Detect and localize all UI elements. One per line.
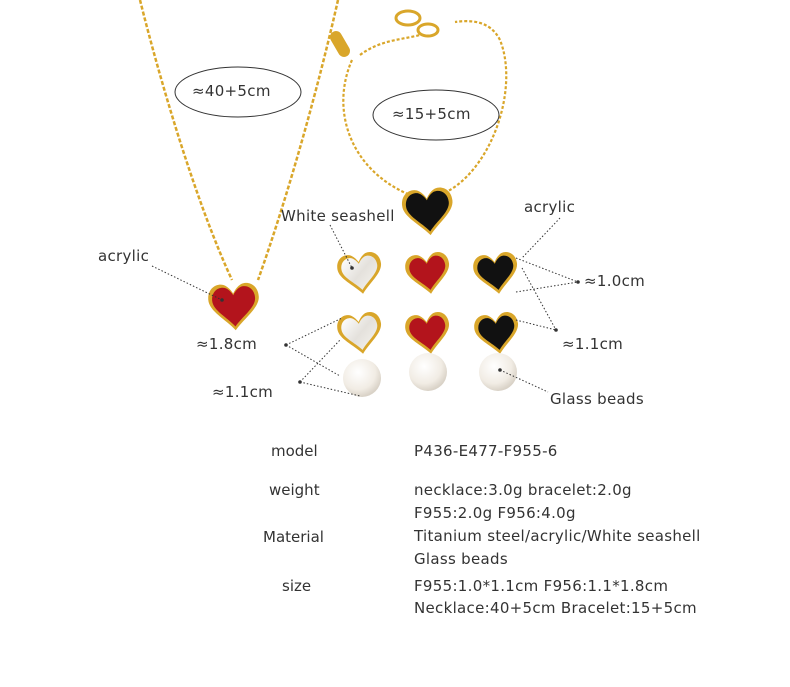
necklace-heart-pendant [207,282,262,333]
bracelet-heart-pendant [400,186,456,238]
necklace-length-oval [174,66,302,118]
spec-weight-key: weight [269,481,320,499]
spec-model-value: P436-E477-F955-6 [414,442,558,460]
necklace-length-label: ≈40+5cm [192,82,271,100]
size-1-8-label: ≈1.8cm [196,335,258,353]
necklace [138,0,340,333]
leader-dots [220,266,580,384]
bracelet [330,9,508,238]
bracelet-length-oval [372,89,500,141]
spec-material-value-2: Glass beads [414,550,508,568]
white-seashell-label: White seashell [281,207,395,225]
glass-beads-label: Glass beads [550,390,644,408]
jewelry-illustration [138,0,580,397]
acrylic-label-right: acrylic [524,198,576,216]
pearl-drop-earrings [335,310,522,397]
size-1-1-label-right: ≈1.1cm [562,335,624,353]
acrylic-label-left: acrylic [98,247,150,265]
spec-material-key: Material [263,528,324,546]
stud-earrings [335,250,521,297]
spec-size-key: size [282,577,312,595]
spec-material-value-1: Titanium steel/acrylic/White seashell [414,527,701,545]
size-1-0-label: ≈1.0cm [584,272,646,290]
spec-weight-value-2: F955:2.0g F956:4.0g [414,504,576,522]
spec-size-value-2: Necklace:40+5cm Bracelet:15+5cm [414,599,697,617]
leader-lines [151,217,579,397]
bracelet-length-label: ≈15+5cm [392,105,471,123]
spec-weight-value-1: necklace:3.0g bracelet:2.0g [414,481,632,499]
spec-model-key: model [271,442,318,460]
size-1-1-label-left: ≈1.1cm [212,383,274,401]
spec-size-value-1: F955:1.0*1.1cm F956:1.1*1.8cm [414,577,669,595]
